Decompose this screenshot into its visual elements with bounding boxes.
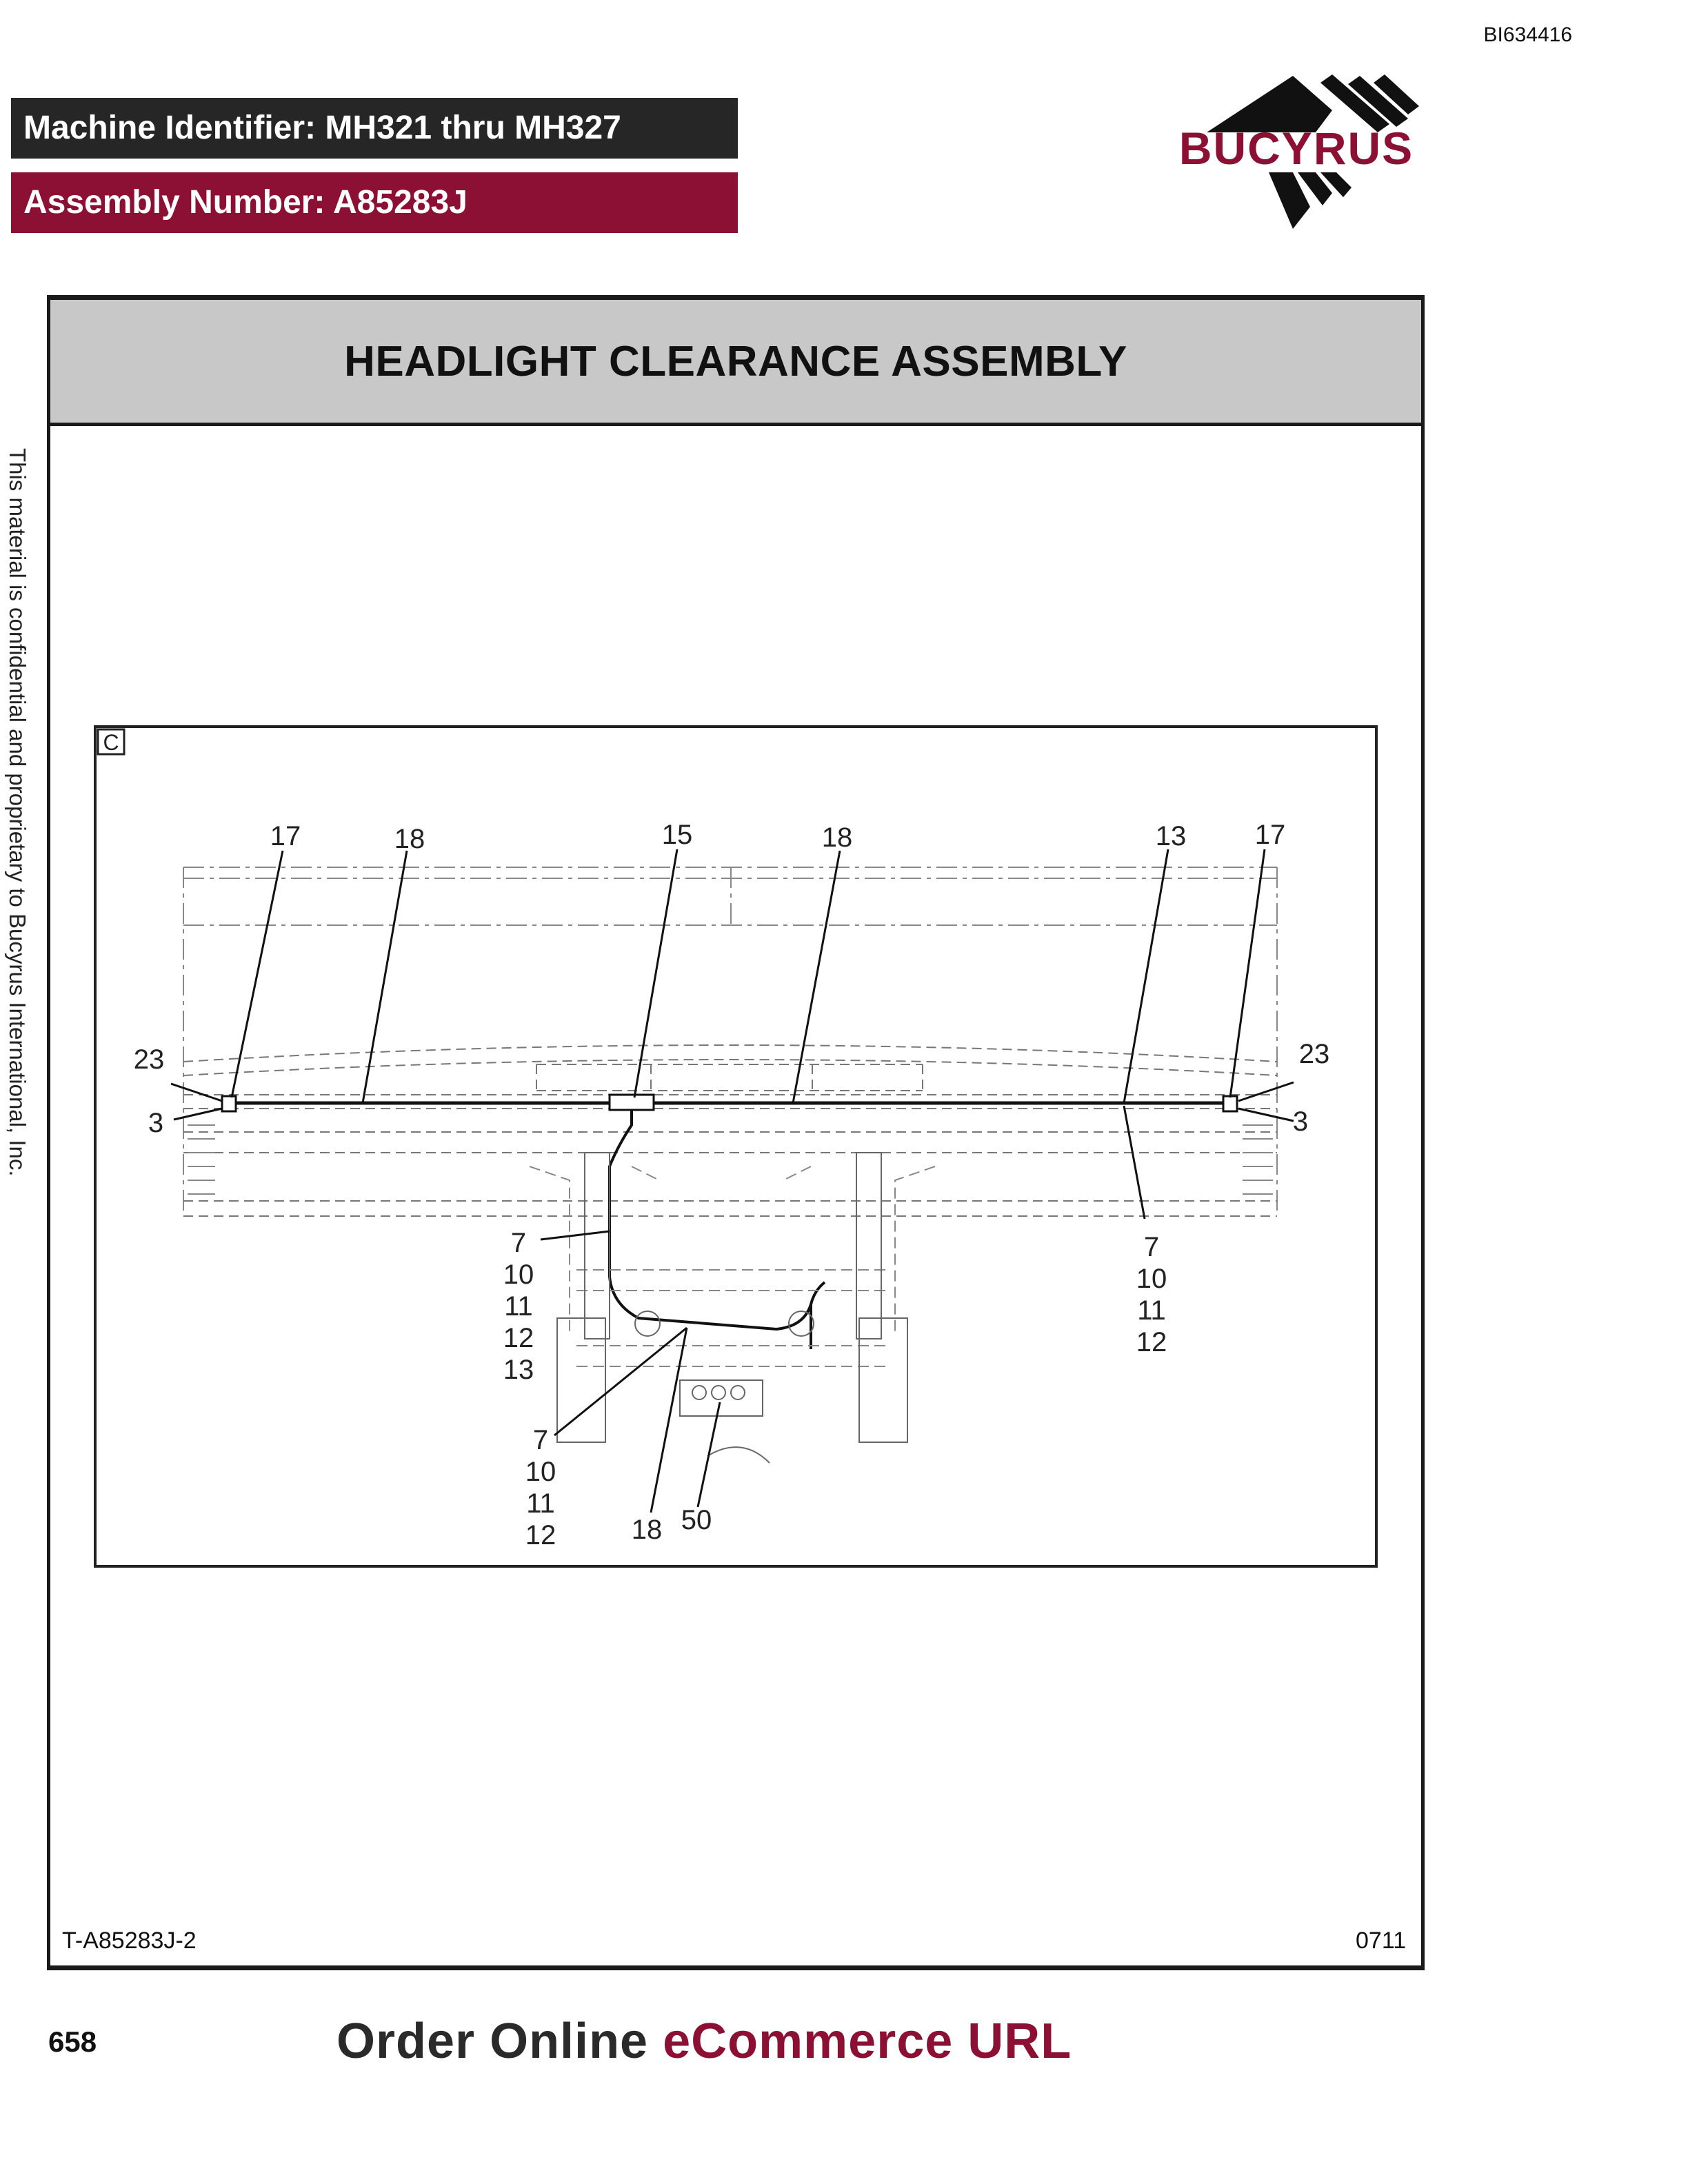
callout: 23 [1299,1039,1330,1069]
end-plates-right [1243,1124,1273,1195]
callout: 18 [822,822,853,853]
order-online-link[interactable]: Order Online eCommerce URL [336,2013,1072,2070]
headlight-left [221,1095,237,1113]
callout: 7 [1144,1232,1159,1262]
callout: 13 [503,1355,534,1385]
callout: 10 [1136,1264,1167,1294]
callout: 7 [533,1425,548,1455]
revision-code: 0711 [1356,1928,1407,1954]
callout: 23 [134,1044,165,1075]
lower-structure [556,1152,908,1464]
logo-stripe [1320,74,1389,132]
headlight-clearance-drawing: C [94,725,1378,1568]
upper-outline [183,867,1278,1216]
logo-mountain-shape [1207,76,1332,132]
callout: 15 [662,820,693,850]
bucyrus-logo: BUCYRUS [1179,74,1419,229]
machine-identifier-bar: Machine Identifier: MH321 thru MH327 [11,98,738,159]
callout: 11 [526,1488,555,1519]
page-number: 658 [48,2025,97,2058]
logo-stripe [1348,76,1408,127]
headlight-right [1222,1095,1238,1113]
logo-stripe [1320,172,1352,197]
confidentiality-note: This material is confidential and propri… [5,448,30,1177]
callout: 12 [1136,1327,1167,1357]
callout: 11 [1137,1295,1166,1326]
callout: 18 [394,824,425,854]
assembly-frame: HEADLIGHT CLEARANCE ASSEMBLY [47,295,1425,1970]
callout: 17 [270,821,301,851]
page-title: HEADLIGHT CLEARANCE ASSEMBLY [344,337,1127,385]
callout: 3 [148,1108,163,1138]
view-label-box [97,728,125,756]
callouts: 17 18 15 18 13 17 23 3 23 3 7 10 11 12 1… [134,820,1330,1550]
drawing-border [94,725,1378,1568]
view-label: C [103,730,119,755]
callout: 17 [1255,820,1286,850]
logo-wordmark: BUCYRUS [1179,123,1414,174]
callout: 3 [1293,1106,1308,1137]
callout: 10 [503,1260,534,1290]
figure-code: T-A85283J-2 [62,1928,197,1954]
order-online-text: Order Online [336,2014,663,2069]
end-plates-left [188,1124,215,1195]
document-id: BI634416 [1483,23,1572,46]
logo-stripe [1374,74,1419,114]
logo-lower-shape [1269,172,1310,229]
callout: 18 [632,1515,663,1545]
callout: 50 [681,1505,712,1535]
ecommerce-url-text: eCommerce URL [663,2014,1072,2069]
logo-stripe [1298,172,1332,205]
title-band: HEADLIGHT CLEARANCE ASSEMBLY [50,300,1421,426]
assembly-number-bar: Assembly Number: A85283J [11,172,738,233]
junction-box [608,1093,655,1111]
body-outline [183,1044,1278,1217]
callout: 12 [525,1520,556,1550]
callout: 12 [503,1323,534,1353]
callout: 13 [1156,821,1187,851]
callout: 10 [525,1457,556,1487]
callout: 11 [504,1291,533,1322]
leader-lines [170,849,1294,1513]
vertical-harness [608,1110,826,1349]
callout: 7 [511,1228,526,1258]
